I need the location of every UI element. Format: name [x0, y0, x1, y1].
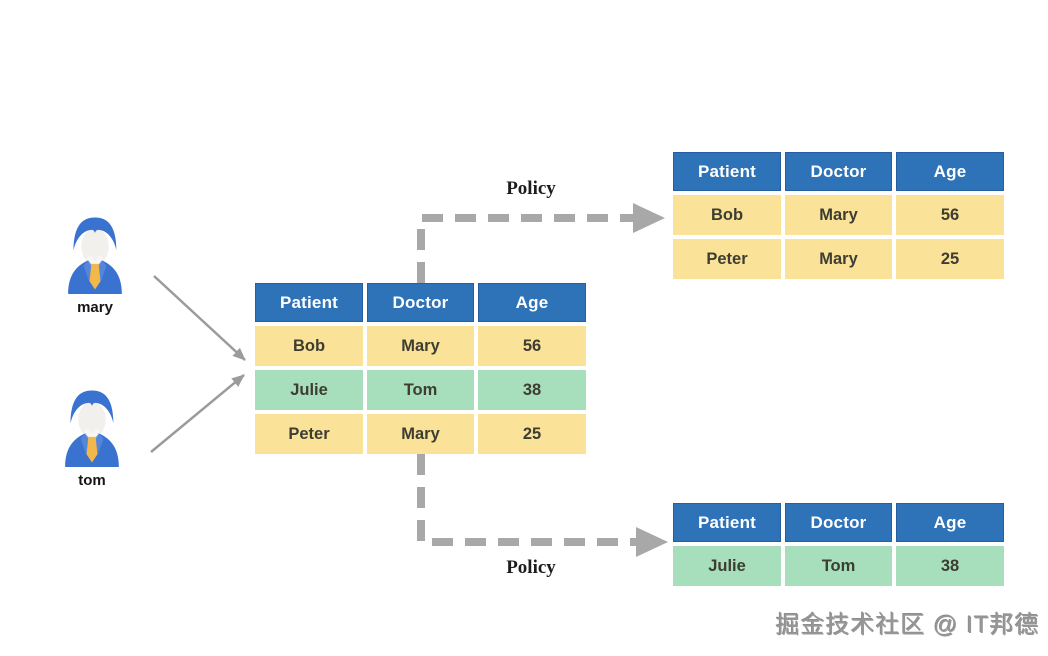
- table-cell: Mary: [367, 414, 474, 454]
- column-header-age: Age: [478, 283, 586, 322]
- table-cell: Tom: [785, 546, 892, 586]
- policy-arrow-bottom-head: [636, 527, 668, 557]
- table-cell: 38: [478, 370, 586, 410]
- table-cell: Mary: [785, 195, 892, 235]
- user-tom: tom: [54, 385, 130, 489]
- user-label: mary: [77, 299, 113, 316]
- table-cell: 25: [478, 414, 586, 454]
- table-cell: Mary: [785, 239, 892, 279]
- table-cell: Peter: [673, 239, 781, 279]
- table-cell: Bob: [673, 195, 781, 235]
- mary-policy-view-table: Patient Doctor Age Bob Mary 56 Peter Mar…: [673, 152, 1004, 279]
- watermark: 掘金技术社区 @ IT邦德: [775, 612, 1040, 639]
- column-header-age: Age: [896, 152, 1004, 191]
- mary-to-table-arrow: [153, 275, 246, 361]
- table-cell: Julie: [255, 370, 363, 410]
- tom-to-table-arrow: [150, 374, 245, 453]
- table-cell: Julie: [673, 546, 781, 586]
- column-header-doctor: Doctor: [367, 283, 474, 322]
- column-header-patient: Patient: [673, 503, 781, 542]
- person-icon: [65, 390, 119, 467]
- table-cell: 56: [896, 195, 1004, 235]
- tom-policy-view-table: Patient Doctor Age Julie Tom 38: [673, 503, 1004, 586]
- column-header-doctor: Doctor: [785, 503, 892, 542]
- column-header-patient: Patient: [673, 152, 781, 191]
- column-header-patient: Patient: [255, 283, 363, 322]
- policy-arrow-top-head: [633, 203, 665, 233]
- column-header-doctor: Doctor: [785, 152, 892, 191]
- table-cell: Mary: [367, 326, 474, 366]
- table-cell: Tom: [367, 370, 474, 410]
- user-mary: mary: [57, 212, 133, 316]
- table-cell: Bob: [255, 326, 363, 366]
- table-cell: 25: [896, 239, 1004, 279]
- column-header-age: Age: [896, 503, 1004, 542]
- table-cell: 38: [896, 546, 1004, 586]
- person-icon: [68, 217, 122, 294]
- table-cell: 56: [478, 326, 586, 366]
- table-cell: Peter: [255, 414, 363, 454]
- policy-label-top: Policy: [506, 178, 556, 199]
- policy-label-bottom: Policy: [506, 557, 556, 578]
- source-table: Patient Doctor Age Bob Mary 56 Julie Tom…: [255, 283, 586, 454]
- user-label: tom: [78, 472, 106, 489]
- policy-arrow-top: [417, 214, 633, 283]
- policy-arrow-bottom: [417, 454, 636, 546]
